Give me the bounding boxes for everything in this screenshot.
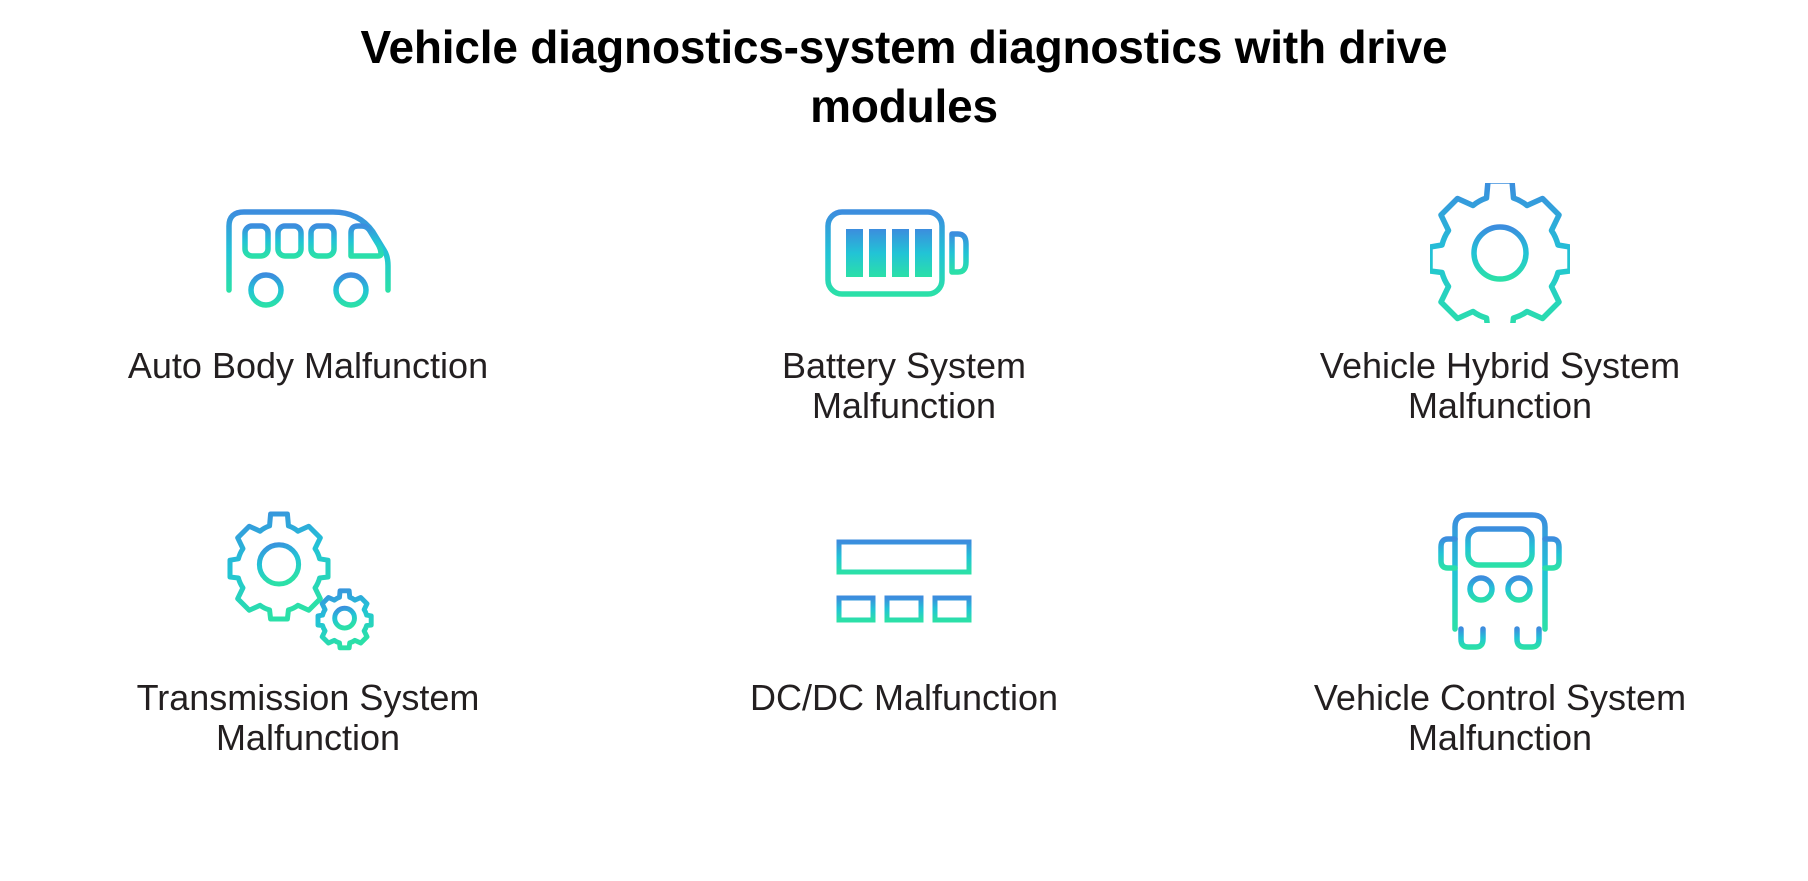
grid-item-vehicle-control-system[interactable]: Vehicle Control System Malfunction: [1202, 500, 1798, 822]
grid-item-auto-body[interactable]: Auto Body Malfunction: [10, 178, 606, 500]
grid-item-label: Transmission System Malfunction: [136, 676, 480, 759]
grid-item-label: Vehicle Hybrid System Malfunction: [1319, 344, 1681, 427]
page-title-line1: Vehicle diagnostics-system diagnostics w…: [360, 21, 1448, 73]
page-title: Vehicle diagnostics-system diagnostics w…: [0, 0, 1808, 136]
grid-item-label: Battery System Malfunction: [781, 344, 1027, 427]
battery-icon: [822, 178, 987, 328]
grid-item-transmission-system[interactable]: Transmission System Malfunction: [10, 500, 606, 822]
dcdc-bars-icon: [834, 500, 974, 660]
gear-icon: [1430, 178, 1570, 328]
page-title-line2: modules: [810, 79, 998, 132]
grid-item-label: Auto Body Malfunction: [127, 344, 489, 386]
grid-item-label: Vehicle Control System Malfunction: [1313, 676, 1687, 759]
grid-item-label: DC/DC Malfunction: [749, 676, 1059, 718]
diagnostics-grid: Auto Body Malfunction: [0, 178, 1808, 822]
bus-front-icon: [1425, 500, 1575, 660]
grid-item-vehicle-hybrid-system[interactable]: Vehicle Hybrid System Malfunction: [1202, 178, 1798, 500]
double-gear-icon: [226, 500, 391, 660]
grid-item-dcdc[interactable]: DC/DC Malfunction: [606, 500, 1202, 822]
bus-side-icon: [221, 178, 396, 328]
grid-item-battery-system[interactable]: Battery System Malfunction: [606, 178, 1202, 500]
